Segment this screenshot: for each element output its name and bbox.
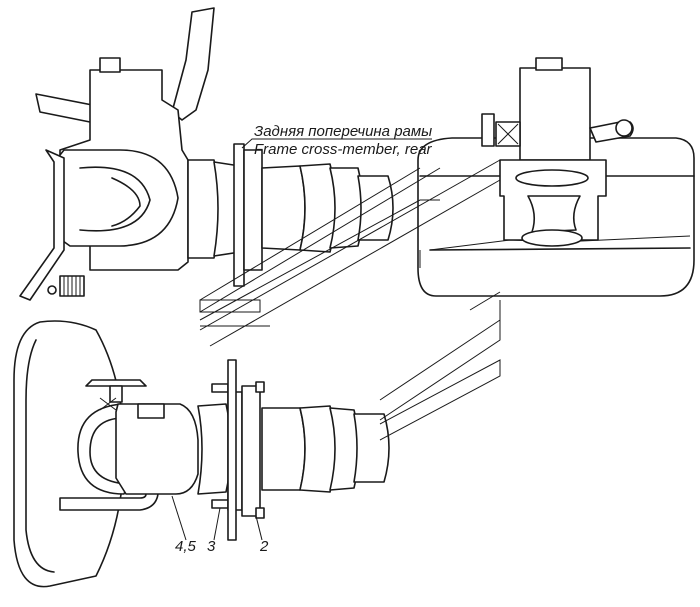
coupling-head-plan <box>115 403 199 495</box>
rod-end-cap-plan <box>353 413 390 483</box>
frame-cross-member-section <box>233 143 245 287</box>
damper-body-upper <box>187 159 220 259</box>
support-shell <box>13 320 125 588</box>
u-bracket <box>77 403 129 495</box>
frame-rail-outline <box>199 159 501 441</box>
callout-2: 2 <box>259 538 269 555</box>
callout-3: 3 <box>207 538 216 555</box>
coupling-head-top <box>519 67 591 161</box>
hitch-side-view <box>19 7 394 301</box>
bolt-lower <box>211 499 229 509</box>
callouts: 4,5 3 2 <box>171 495 269 555</box>
caption-leader <box>241 138 432 149</box>
callout-4-5: 4,5 <box>175 538 197 555</box>
caption-english: Frame cross-member, rear <box>254 141 433 158</box>
caption-frame-cross-member: Задняя поперечина рамы Frame cross-membe… <box>241 123 433 158</box>
rod-end-cap <box>357 175 394 241</box>
hitch-front-view <box>417 57 695 297</box>
bolt-upper <box>211 383 229 393</box>
coupling-ball <box>527 195 581 233</box>
hitch-plan-view <box>13 320 390 588</box>
caption-russian: Задняя поперечина рамы <box>254 123 432 140</box>
coupling-jaw <box>55 149 179 247</box>
release-lever-upper <box>171 7 215 121</box>
pin-guide-plate <box>19 149 65 301</box>
handwheel <box>85 379 147 387</box>
